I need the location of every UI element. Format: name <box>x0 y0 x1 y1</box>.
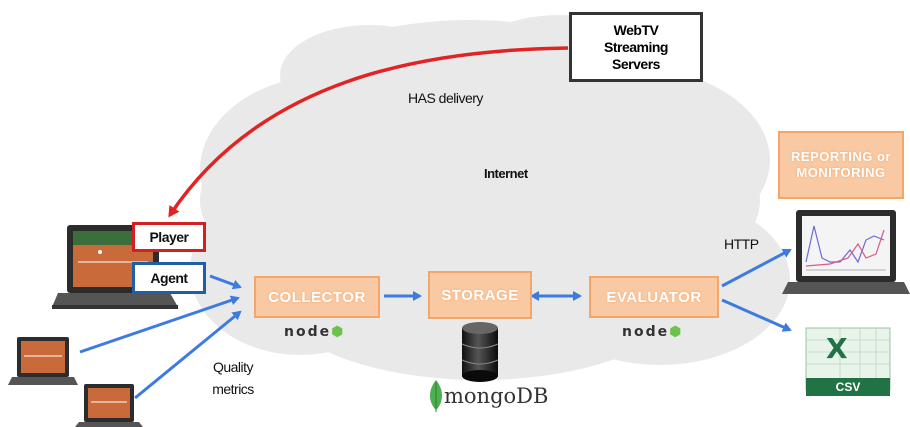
monitoring-laptop-illustration <box>782 210 910 294</box>
node-hex-icon: ⬢ <box>669 324 684 340</box>
quality-metrics-label: Quality metrics <box>212 359 254 397</box>
node-hex-icon: ⬢ <box>331 324 346 340</box>
internet-cloud <box>190 15 790 380</box>
collector-label: COLLECTOR <box>268 288 366 306</box>
player-label: Player <box>149 229 189 245</box>
webtv-servers-box: WebTV Streaming Servers <box>569 12 703 82</box>
agent-box: Agent <box>132 262 206 294</box>
laptop-small-2-illustration <box>75 384 143 427</box>
evaluator-box: EVALUATOR <box>589 276 719 318</box>
reporting-monitoring-label: REPORTING or MONITORING <box>791 149 891 180</box>
node-logo-evaluator-text: node <box>622 324 670 340</box>
mongodb-logo-text: mongoDB <box>444 384 549 408</box>
laptop-small-1-illustration <box>8 337 78 385</box>
csv-file-illustration: X <box>805 327 891 396</box>
storage-label: STORAGE <box>441 286 519 304</box>
evaluator-label: EVALUATOR <box>606 288 702 306</box>
http-label: HTTP <box>724 236 759 252</box>
has-delivery-label: HAS delivery <box>408 90 483 106</box>
csv-label: CSV <box>835 380 861 394</box>
player-box: Player <box>132 222 206 252</box>
svg-text:X: X <box>826 332 848 365</box>
webtv-servers-label: WebTV Streaming Servers <box>604 21 668 72</box>
agent-label: Agent <box>150 270 188 286</box>
has-delivery-arrow <box>168 46 569 218</box>
storage-box: STORAGE <box>428 271 532 319</box>
node-logo-evaluator: node⬢ <box>622 324 683 340</box>
collector-box: COLLECTOR <box>254 276 380 318</box>
internet-label: Internet <box>484 166 528 181</box>
reporting-monitoring-box: REPORTING or MONITORING <box>778 131 904 199</box>
node-logo-collector-text: node <box>284 324 332 340</box>
mongodb-database-illustration <box>430 322 499 412</box>
flow-arrows <box>79 248 792 400</box>
node-logo-collector: node⬢ <box>284 324 345 340</box>
